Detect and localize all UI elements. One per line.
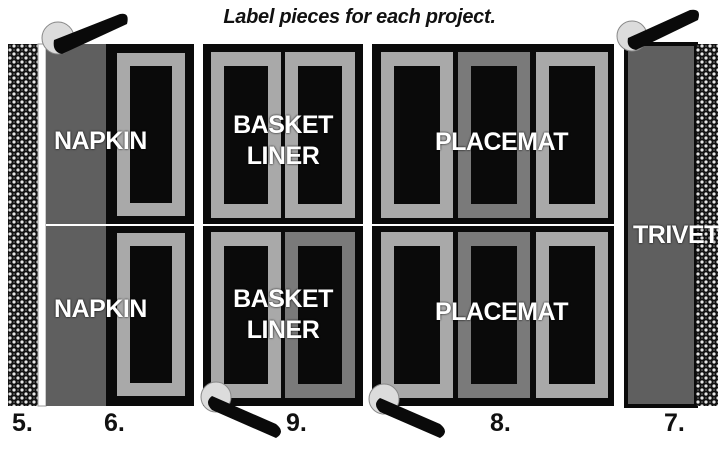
trivet-label: TRIVET: [633, 223, 719, 248]
basket-liner-panel: [203, 44, 363, 406]
basket-liner-label-bottom-line1: BASKET: [228, 287, 338, 312]
step-number-7: 7.: [664, 409, 685, 438]
step-number-6: 6.: [104, 409, 125, 438]
placemat-label-top: PLACEMAT: [435, 130, 568, 155]
step-number-8: 8.: [490, 409, 511, 438]
napkin-panel: [46, 44, 194, 406]
napkin-label-top: NAPKIN: [54, 129, 147, 154]
diagram-title: Label pieces for each project.: [0, 6, 719, 29]
placemat-panel: [372, 44, 614, 406]
strip-5: [8, 44, 38, 406]
basket-liner-label-top-line1: BASKET: [228, 113, 338, 138]
step-number-5: 5.: [12, 409, 33, 438]
basket-liner-label-top-line2: LINER: [228, 144, 338, 169]
step-number-9: 9.: [286, 409, 307, 438]
strip-5-border: [38, 44, 46, 406]
basket-liner-label-bottom-line2: LINER: [228, 318, 338, 343]
napkin-label-bottom: NAPKIN: [54, 297, 147, 322]
placemat-label-bottom: PLACEMAT: [435, 300, 568, 325]
